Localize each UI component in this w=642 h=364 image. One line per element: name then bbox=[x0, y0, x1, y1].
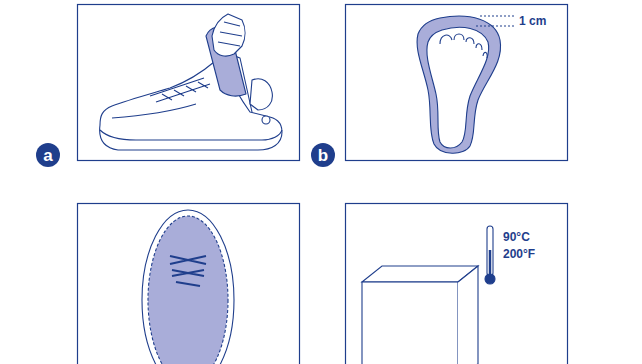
laces-top bbox=[170, 256, 206, 286]
shoe-top-view bbox=[142, 210, 234, 364]
hand-top bbox=[212, 14, 245, 56]
step-badge: b bbox=[311, 143, 335, 167]
shoe-side-view bbox=[100, 14, 282, 150]
dimension-lines bbox=[476, 16, 516, 26]
shoe-sole-line bbox=[100, 130, 282, 140]
shoe-seam bbox=[112, 104, 196, 118]
oven bbox=[362, 226, 495, 364]
foot-shape bbox=[427, 27, 489, 148]
step-badge: a bbox=[36, 143, 60, 167]
shoe-upper bbox=[100, 62, 282, 150]
panel-frame bbox=[346, 204, 568, 364]
temperature-label: 200°F bbox=[503, 248, 535, 260]
step-letter: b bbox=[318, 147, 328, 164]
box-side bbox=[458, 266, 478, 364]
insole-dashed bbox=[148, 216, 228, 364]
step-letter: a bbox=[43, 147, 52, 164]
panel-frame bbox=[78, 5, 300, 161]
dimension-label: 1 cm bbox=[519, 15, 546, 27]
foot-outline bbox=[417, 16, 516, 153]
heel-tab bbox=[262, 116, 270, 124]
shoe-laces bbox=[150, 78, 210, 102]
toes bbox=[440, 34, 487, 58]
panel-frame bbox=[346, 5, 568, 161]
shoe-outline bbox=[142, 210, 234, 364]
temperature-label: 90°C bbox=[503, 231, 530, 243]
thermometer-bulb bbox=[485, 274, 495, 284]
thermometer-mercury bbox=[489, 250, 492, 276]
fingers bbox=[218, 22, 242, 46]
thermometer-tube bbox=[487, 226, 493, 276]
insole-shape bbox=[417, 16, 500, 153]
box-front bbox=[362, 282, 458, 364]
hand-bottom bbox=[250, 79, 272, 110]
